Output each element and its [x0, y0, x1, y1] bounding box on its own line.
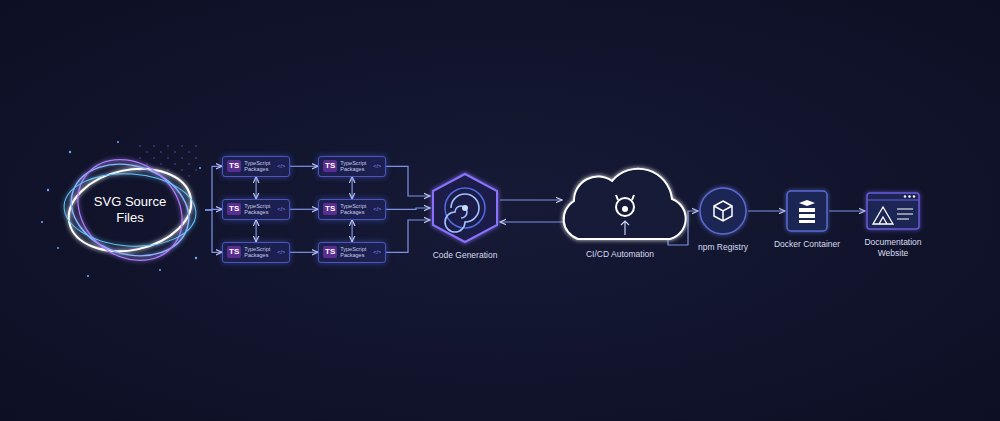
package-label: TypeScript Packages — [244, 203, 274, 216]
codegen-hexagon: Code Generation — [425, 172, 505, 261]
node-label: npm Registry — [690, 242, 756, 253]
connector-arrow — [290, 252, 318, 253]
node-shape — [865, 191, 921, 231]
ts-badge: TS — [227, 160, 241, 172]
node-shape — [785, 189, 829, 233]
ts-badge: TS — [227, 203, 241, 215]
package-box: TSTypeScript Packages</> — [318, 199, 386, 220]
website-box: Documentation Website — [855, 191, 931, 258]
node-label: Code Generation — [425, 250, 505, 261]
package-label: TypeScript Packages — [244, 246, 274, 259]
ts-badge: TS — [323, 246, 337, 258]
connector-arrow — [290, 209, 318, 210]
connector-arrow — [748, 210, 785, 211]
package-box: TSTypeScript Packages</> — [222, 242, 290, 263]
connector-arrow — [352, 220, 353, 242]
source-blob: SVG Source Files — [55, 150, 205, 270]
connector-arrow — [256, 177, 257, 199]
ts-badge: TS — [323, 160, 337, 172]
node-label: Docker Container — [770, 239, 844, 250]
code-glyph: </> — [277, 163, 285, 169]
node-shape — [698, 186, 748, 236]
code-glyph: </> — [373, 249, 381, 255]
node-label: Documentation Website — [855, 237, 931, 258]
node-shape — [430, 172, 500, 244]
code-glyph: </> — [373, 206, 381, 212]
package-box: TSTypeScript Packages</> — [318, 242, 386, 263]
ts-badge: TS — [227, 246, 241, 258]
connector-arrow — [290, 166, 318, 167]
connector-arrow — [829, 210, 865, 211]
container-box: Docker Container — [770, 189, 844, 250]
cicd-cloud: CI/CD Automation — [545, 155, 695, 260]
node-label: SVG Source Files — [55, 194, 205, 225]
node-shape — [550, 155, 690, 243]
package-label: TypeScript Packages — [244, 160, 274, 173]
connector-arrow — [500, 221, 565, 222]
dot-grid — [139, 145, 197, 177]
code-glyph: </> — [277, 206, 285, 212]
ts-badge: TS — [323, 203, 337, 215]
connector-arrow — [500, 199, 562, 200]
node-label: CI/CD Automation — [545, 249, 695, 260]
package-label: TypeScript Packages — [340, 160, 370, 173]
connector-arrow — [205, 210, 222, 252]
connector-arrow — [386, 220, 430, 252]
package-box: TSTypeScript Packages</> — [318, 156, 386, 177]
registry-circle: npm Registry — [690, 186, 756, 253]
connector-arrow — [256, 220, 257, 242]
connector-arrow — [386, 166, 430, 196]
package-label: TypeScript Packages — [340, 246, 370, 259]
connector-arrow — [352, 177, 353, 199]
connector-arrow — [205, 166, 222, 210]
package-box: TSTypeScript Packages</> — [222, 156, 290, 177]
code-glyph: </> — [373, 163, 381, 169]
code-glyph: </> — [277, 249, 285, 255]
package-label: TypeScript Packages — [340, 203, 370, 216]
connector-arrow — [386, 208, 430, 209]
package-box: TSTypeScript Packages</> — [222, 199, 290, 220]
